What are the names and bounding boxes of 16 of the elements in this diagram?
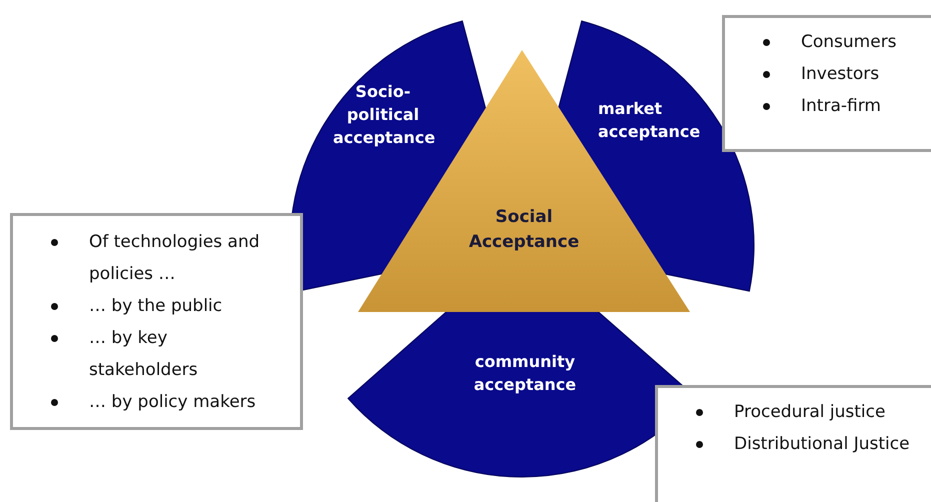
- list-box: [655, 385, 931, 502]
- bullet-item: Distributional Justice: [734, 434, 910, 454]
- sector-label: Socio-political acceptance: [332, 80, 433, 150]
- sector-label: market acceptance: [598, 98, 702, 144]
- bullet-item: Consumers: [801, 32, 897, 52]
- bullet-item: Investors: [801, 64, 880, 84]
- bullet-item: … by the public: [89, 296, 222, 316]
- bullet-item: Procedural justice: [734, 402, 886, 422]
- list-box: [10, 213, 303, 430]
- list-box: [722, 15, 931, 152]
- bullet-item: Intra-firm: [801, 96, 881, 116]
- bullet-item: Of technologies and policies …: [89, 232, 260, 284]
- sector-label: community acceptance: [472, 351, 578, 396]
- center-label: Social Acceptance: [468, 206, 580, 254]
- bullet-item: … by policy makers: [89, 392, 256, 412]
- bullet-item: … by key stakeholders: [89, 328, 198, 380]
